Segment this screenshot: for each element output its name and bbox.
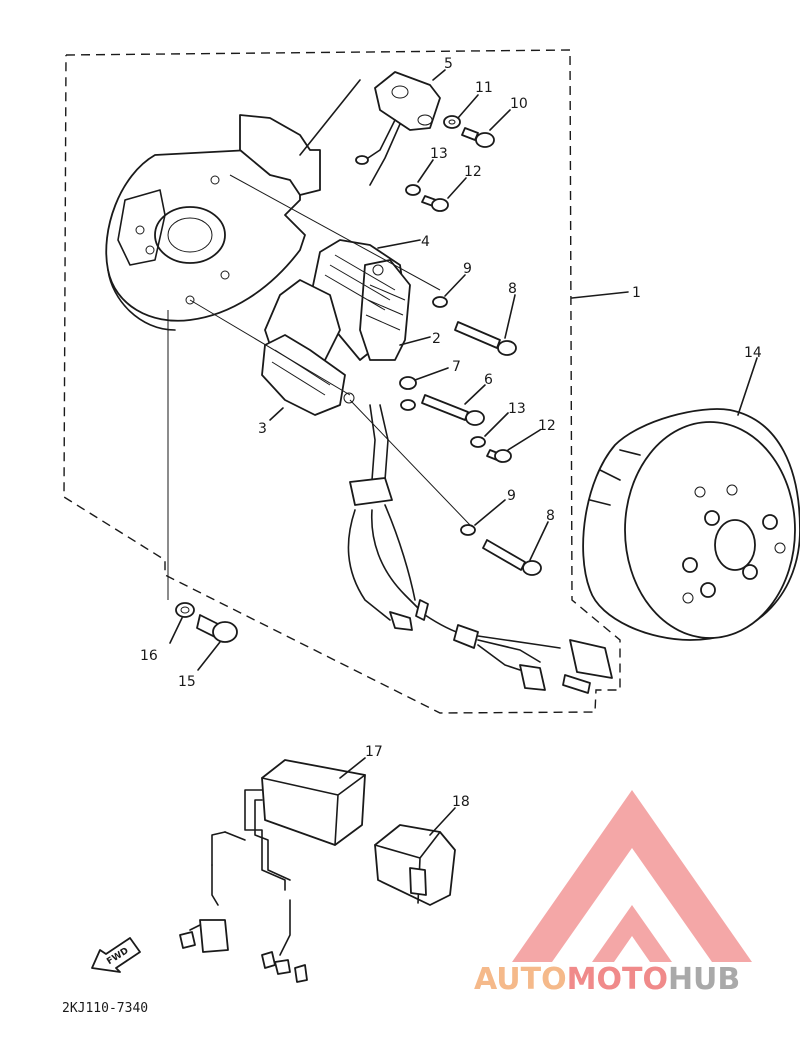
callout-8-lower: 8	[546, 508, 555, 524]
bolt-6	[400, 394, 485, 426]
washer-9-upper	[432, 296, 448, 308]
watermark-auto: AUTO	[474, 962, 567, 997]
callout-leaders	[169, 69, 758, 836]
callout-numbers: 5 11 10 13 12 4 9 8 1 2 14 7 6 13 3 12 9…	[140, 56, 762, 810]
leader-bolt-8-upper	[229, 174, 441, 291]
washer-13-lower	[470, 436, 486, 448]
callout-12-upper: 12	[464, 164, 482, 180]
callout-13-lower: 13	[508, 401, 526, 417]
diagram-code: 2KJ110-7340	[62, 1001, 148, 1016]
screw-12-upper	[421, 195, 449, 212]
screw-12-lower	[486, 449, 512, 463]
leader-plate-pickup	[299, 79, 361, 156]
assembly-boundary	[63, 49, 621, 714]
cdi-unit	[179, 759, 366, 983]
watermark-text: AUTOMOTOHUB	[474, 962, 740, 997]
washer-11	[443, 115, 461, 129]
callout-18: 18	[452, 794, 470, 810]
callout-3: 3	[258, 421, 267, 437]
callout-7: 7	[452, 359, 461, 375]
rubber-holder	[374, 824, 456, 906]
washer-7	[399, 376, 417, 390]
bolt-15	[196, 614, 238, 643]
callout-15: 15	[178, 674, 196, 690]
callout-13-upper: 13	[430, 146, 448, 162]
callout-8-upper: 8	[508, 281, 517, 297]
callout-11: 11	[475, 80, 493, 96]
flywheel-rotor	[582, 408, 800, 641]
pickup-coil	[355, 71, 441, 186]
watermark-hub: HUB	[668, 962, 740, 997]
washer-9-lower	[460, 524, 476, 536]
screw-10	[461, 127, 495, 148]
fwd-arrow-icon: FWD	[91, 937, 141, 973]
callout-4: 4	[421, 234, 430, 250]
bolt-8-upper	[454, 321, 517, 356]
washer-16	[175, 602, 195, 618]
callout-16: 16	[140, 648, 158, 664]
leader-1	[571, 291, 629, 299]
leader-bolt-6	[189, 299, 351, 396]
stator-base-plate	[105, 114, 321, 331]
callout-2: 2	[432, 331, 441, 347]
wire-harness	[347, 404, 613, 694]
watermark-moto: MOTO	[567, 962, 668, 997]
callout-12-lower: 12	[538, 418, 556, 434]
leader-bolt-8-lower	[349, 399, 471, 526]
callout-9-lower: 9	[507, 488, 516, 504]
callout-9-upper: 9	[463, 261, 472, 277]
callout-14: 14	[744, 345, 762, 361]
callout-1: 1	[632, 285, 641, 301]
callout-17: 17	[365, 744, 383, 760]
callout-6: 6	[484, 372, 493, 388]
callout-10: 10	[510, 96, 528, 112]
washer-13-upper	[405, 184, 421, 196]
bolt-8-lower	[482, 539, 542, 576]
callout-5: 5	[444, 56, 453, 72]
watermark-logo: AUTOMOTOHUB	[474, 790, 752, 997]
